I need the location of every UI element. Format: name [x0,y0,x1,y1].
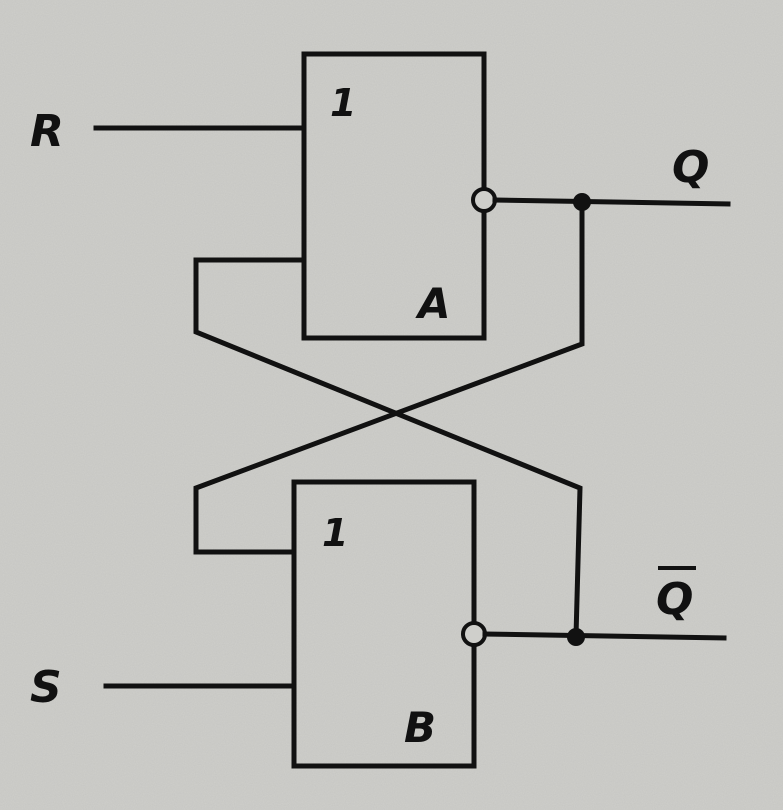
gate-b-name: B [404,703,436,752]
q-junction-dot [573,193,591,211]
gate-a-symbol: 1 [330,81,356,125]
s-input-label: S [30,662,62,713]
q-bar-output-wire [482,631,727,641]
q-output-label: Q [672,142,709,193]
q-output-wire [492,197,731,207]
feedback-qbar-to-a [193,257,583,639]
q-bar-junction-dot [567,628,585,646]
gate-a-inversion-bubble [471,187,497,213]
gate-b-inversion-bubble [461,621,487,647]
feedback-q-to-b [193,199,585,555]
gate-a-name: A [415,279,451,328]
q-bar-output-label: Q [656,574,693,625]
r-input-label: R [30,106,64,157]
gate-b-symbol: 1 [322,511,348,555]
